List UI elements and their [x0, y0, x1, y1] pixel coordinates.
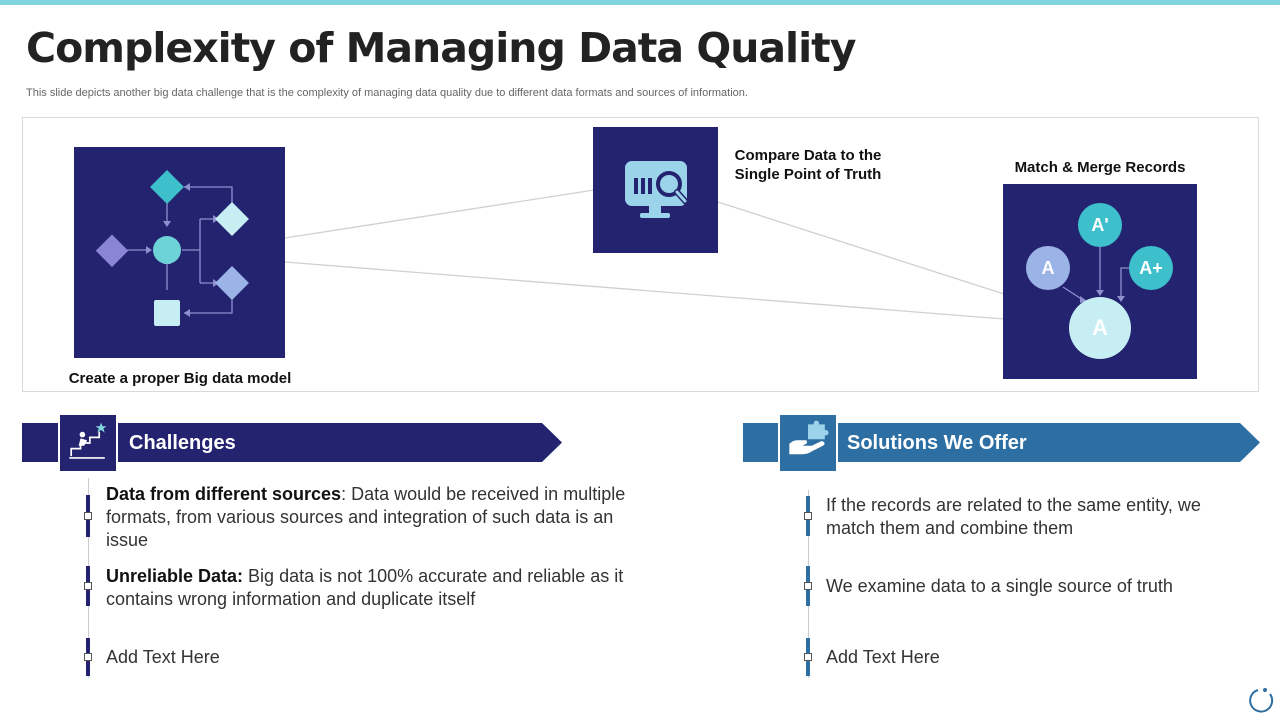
- challenges-icon-box: [58, 413, 118, 473]
- solutions-banner: Solutions We Offer: [743, 413, 1260, 473]
- challenge-item-1: [84, 495, 92, 537]
- challenge-body-1: : Data would be received in multiple for…: [106, 484, 626, 550]
- big-data-model-tile: [74, 147, 285, 358]
- solution-body-1: If the records are related to the same e…: [826, 495, 1201, 538]
- bullet-node: [84, 582, 92, 590]
- compare-caption: Compare Data to the Single Point of Trut…: [718, 146, 898, 184]
- merge-node-result: [1069, 297, 1131, 359]
- top-accent-bar: [0, 0, 1280, 5]
- merge-node-top: [1078, 203, 1122, 247]
- challenges-label: Challenges: [129, 432, 236, 454]
- solutions-label: Solutions We Offer: [847, 432, 1027, 454]
- merge-node-right-label: A+: [1139, 258, 1163, 278]
- diagram-frame: [22, 117, 1259, 392]
- compare-caption-line1: Compare Data to the: [734, 147, 882, 164]
- bullet-node: [804, 653, 812, 661]
- flowchart-icon: [95, 170, 249, 326]
- challenge-bold-1: Data from different sources: [106, 484, 342, 504]
- hand-puzzle-icon: [789, 420, 829, 455]
- merge-node-top-label: A': [1091, 215, 1109, 235]
- solution-item-3: [804, 638, 812, 676]
- solution-body-3: Add Text Here: [826, 647, 940, 667]
- solution-text-1: If the records are related to the same e…: [826, 494, 1236, 540]
- merge-records-graphic: [1026, 203, 1173, 359]
- challenge-body-2: Big data is not 100% accurate and reliab…: [106, 566, 624, 609]
- monitor-search-icon: [625, 161, 689, 218]
- corner-logo-icon: [1249, 688, 1274, 713]
- solution-text-3: Add Text Here: [826, 646, 1236, 669]
- bullet-node: [84, 512, 92, 520]
- slide-subtitle: This slide depicts another big data chal…: [26, 87, 748, 99]
- compare-caption-line2: Single Point of Truth: [734, 166, 882, 183]
- bullet-node: [804, 582, 812, 590]
- compare-data-tile: [593, 127, 718, 253]
- challenge-text-3: Add Text Here: [106, 646, 626, 669]
- solution-item-1: [804, 496, 812, 536]
- climbing-goal-icon: [69, 422, 107, 459]
- merge-caption: Match & Merge Records: [1014, 159, 1186, 176]
- bullet-node: [84, 653, 92, 661]
- merge-node-right: [1129, 246, 1173, 290]
- challenge-bold-2: Unreliable Data:: [106, 566, 244, 586]
- challenge-text-1: Data from different sources: Data would …: [106, 483, 626, 552]
- challenges-banner: Challenges: [22, 413, 562, 473]
- bullet-node: [804, 512, 812, 520]
- solution-item-2: [804, 566, 812, 606]
- slide-title: Complexity of Managing Data Quality: [26, 24, 856, 72]
- solutions-arrow-shape: [743, 423, 1260, 462]
- match-merge-tile: A' A A+ A: [1003, 184, 1197, 379]
- challenge-item-2: [84, 566, 92, 606]
- merge-node-left-label: A: [1041, 258, 1055, 278]
- challenge-text-2: Unreliable Data: Big data is not 100% ac…: [106, 565, 626, 611]
- challenges-arrow-shape: [22, 423, 562, 462]
- solutions-icon-box: [778, 413, 838, 473]
- challenge-item-3: [84, 638, 92, 676]
- challenge-body-3: Add Text Here: [106, 647, 220, 667]
- solution-text-2: We examine data to a single source of tr…: [826, 575, 1256, 598]
- model-caption: Create a proper Big data model: [68, 370, 292, 387]
- solution-body-2: We examine data to a single source of tr…: [826, 576, 1173, 596]
- merge-node-left: [1026, 246, 1070, 290]
- merge-node-result-label: A: [1092, 315, 1108, 340]
